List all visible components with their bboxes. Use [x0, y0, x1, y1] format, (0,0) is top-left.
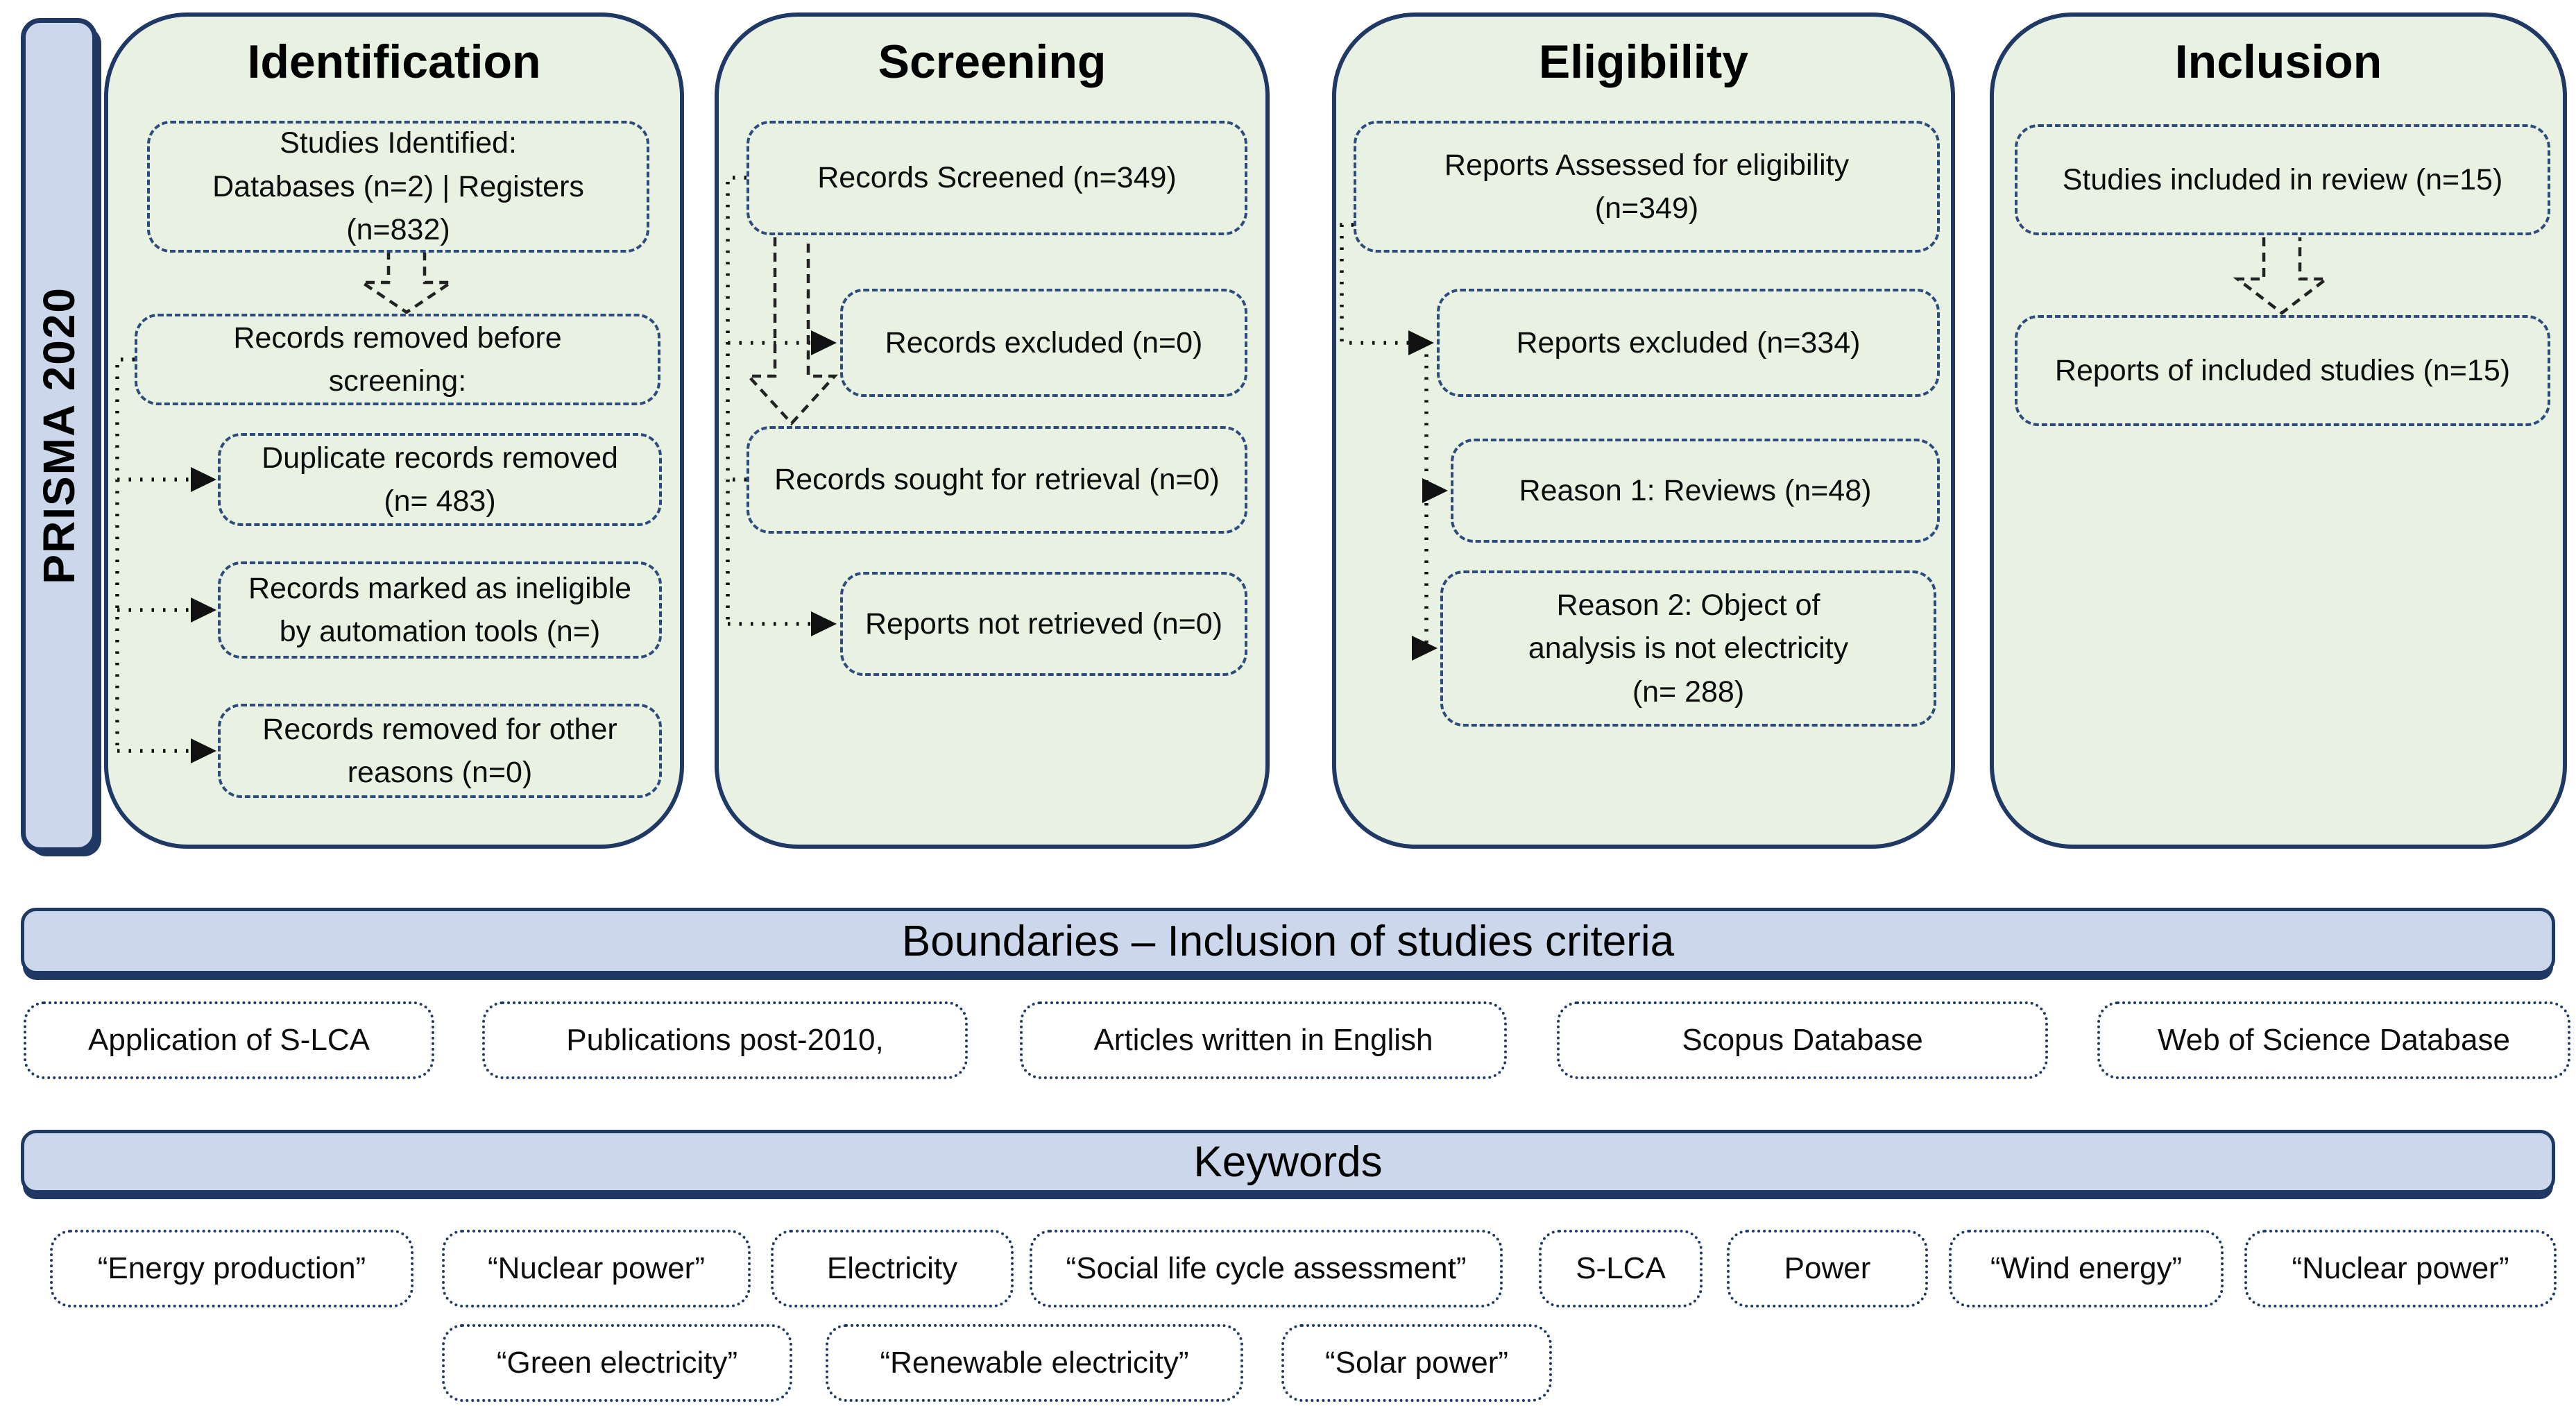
keyword-renewable-electricity: “Renewable electricity” [826, 1324, 1243, 1402]
box-records-removed-other-reasons: Records removed for other reasons (n=0) [218, 704, 662, 798]
box-records-screened: Records Screened (n=349) [747, 121, 1247, 235]
column-inclusion-title: Inclusion [2174, 35, 2382, 88]
box-reason-1-reviews: Reason 1: Reviews (n=48) [1451, 439, 1940, 543]
arrowhead-icon [811, 330, 837, 355]
keyword-slca: S-LCA [1539, 1230, 1703, 1307]
column-screening: Screening Records Screened (n=349) Recor… [715, 12, 1270, 849]
keyword-green-electricity: “Green electricity” [442, 1324, 792, 1402]
column-eligibility: Eligibility Reports Assessed for eligibi… [1332, 12, 1955, 849]
boundary-item-english: Articles written in English [1020, 1001, 1507, 1079]
box-records-sought-retrieval: Records sought for retrieval (n=0) [747, 426, 1247, 534]
column-screening-title: Screening [878, 35, 1107, 88]
keyword-social-lca: “Social life cycle assessment” [1030, 1230, 1503, 1307]
box-studies-included-review: Studies included in review (n=15) [2015, 124, 2550, 235]
box-reports-assessed-eligibility: Reports Assessed for eligibility (n=349) [1354, 121, 1940, 253]
keywords-bar: Keywords [21, 1130, 2555, 1194]
arrowhead-icon [191, 738, 216, 763]
boundaries-title: Boundaries – Inclusion of studies criter… [901, 917, 1675, 965]
prisma-sidebar: PRISMA 2020 [21, 18, 97, 852]
keyword-wind-energy: “Wind energy” [1949, 1230, 2224, 1307]
boundary-item-scopus: Scopus Database [1557, 1001, 2048, 1079]
column-identification-title: Identification [247, 35, 541, 88]
down-block-arrow-icon [357, 251, 457, 314]
down-block-arrow-icon [2233, 237, 2331, 315]
keyword-power: Power [1727, 1230, 1928, 1307]
keyword-energy-production: “Energy production” [50, 1230, 413, 1307]
keyword-electricity: Electricity [771, 1230, 1014, 1307]
boundary-item-slca: Application of S-LCA [24, 1001, 434, 1079]
box-reason-2-not-electricity: Reason 2: Object of analysis is not elec… [1440, 570, 1936, 727]
boundary-item-web-of-science: Web of Science Database [2097, 1001, 2570, 1079]
arrowhead-icon [1422, 478, 1448, 503]
keyword-nuclear-power-2: “Nuclear power” [2244, 1230, 2557, 1307]
box-records-removed-before-screening: Records removed before screening: [135, 314, 660, 405]
column-eligibility-title: Eligibility [1538, 35, 1749, 88]
arrowhead-icon [811, 611, 837, 636]
down-block-arrow-icon [744, 237, 839, 426]
box-studies-identified: Studies Identified: Databases (n=2) | Re… [147, 121, 649, 253]
keywords-title: Keywords [1193, 1137, 1383, 1186]
box-records-excluded: Records excluded (n=0) [840, 289, 1247, 397]
column-inclusion: Inclusion Studies included in review (n=… [1990, 12, 2567, 849]
box-reports-included-studies: Reports of included studies (n=15) [2015, 315, 2550, 426]
box-records-marked-ineligible: Records marked as ineligible by automati… [218, 561, 662, 659]
keyword-solar-power: “Solar power” [1281, 1324, 1552, 1402]
box-duplicate-records-removed: Duplicate records removed (n= 483) [218, 433, 662, 526]
keyword-nuclear-power-1: “Nuclear power” [442, 1230, 751, 1307]
arrowhead-icon [191, 598, 216, 622]
column-identification: Identification Studies Identified: Datab… [104, 12, 684, 849]
box-reports-excluded: Reports excluded (n=334) [1437, 289, 1940, 397]
prisma-sidebar-label: PRISMA 2020 [34, 286, 84, 584]
arrowhead-icon [1412, 636, 1438, 661]
boundaries-bar: Boundaries – Inclusion of studies criter… [21, 908, 2555, 974]
arrowhead-icon [1408, 330, 1434, 355]
box-reports-not-retrieved: Reports not retrieved (n=0) [840, 572, 1247, 676]
arrowhead-icon [191, 467, 216, 492]
boundary-item-post-2010: Publications post-2010, [482, 1001, 968, 1079]
